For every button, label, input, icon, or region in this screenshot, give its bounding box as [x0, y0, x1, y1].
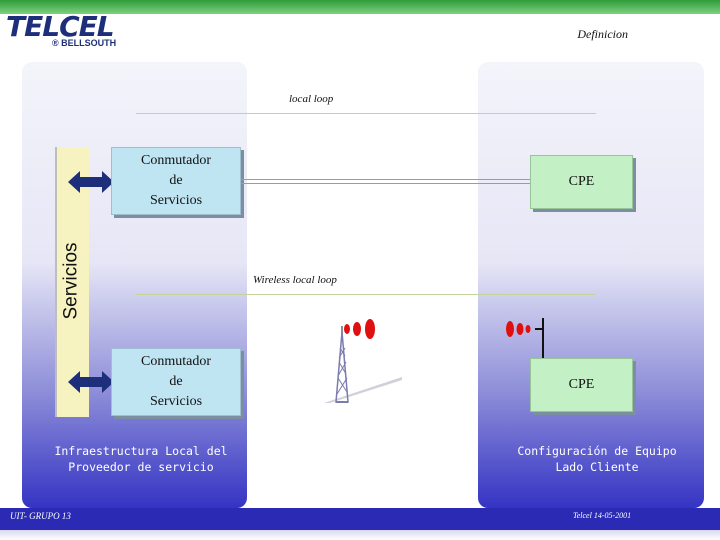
service-switch-box: Conmutador de Servicios	[111, 348, 241, 416]
wireless-local-loop-line	[136, 294, 596, 295]
provider-caption: Infraestructura Local del Proveedor de s…	[54, 444, 228, 474]
logo-sub-text: ® BELLSOUTH	[52, 38, 117, 48]
cpe-box: CPE	[530, 155, 633, 209]
wired-link-line	[241, 179, 530, 184]
wireless-local-loop-label: Wireless local loop	[253, 274, 337, 286]
local-loop-label: local loop	[289, 93, 334, 105]
footer-bar	[0, 508, 720, 530]
footer-right-text: Telcel 14-05-2001	[573, 511, 632, 520]
cpe-box: CPE	[530, 358, 633, 412]
customer-panel	[478, 62, 704, 508]
slide-title: Definicion	[577, 27, 628, 41]
local-loop-line	[136, 113, 596, 114]
servicios-bar	[55, 147, 89, 417]
radio-waves-icon	[344, 319, 375, 339]
servicios-label: Servicios	[61, 242, 83, 320]
top-accent-bar	[0, 0, 720, 14]
customer-antenna-icon	[506, 318, 544, 358]
double-arrow-icon	[68, 371, 114, 393]
double-arrow-icon	[68, 171, 114, 193]
antenna-tower-icon	[324, 326, 402, 403]
telcel-logo: TELCEL ® BELLSOUTH	[6, 10, 126, 50]
logo-main-text: TELCEL	[6, 10, 115, 43]
footer-strip	[0, 530, 720, 540]
footer-left-text: UIT- GRUPO 13	[10, 511, 71, 521]
customer-caption: Configuración de Equipo Lado Cliente	[517, 444, 677, 474]
service-switch-box: Conmutador de Servicios	[111, 147, 241, 215]
